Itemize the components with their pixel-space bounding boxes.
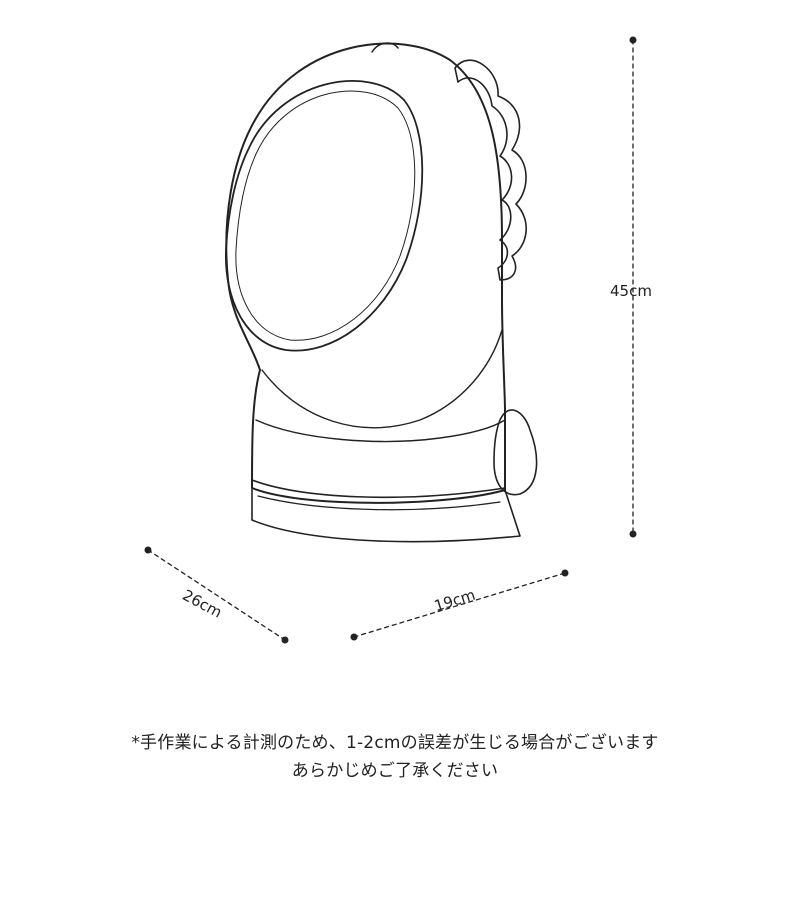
measurement-note-line1: *手作業による計測のため、1-2cmの誤差が生じる場合がございます <box>131 733 659 753</box>
neck-contour <box>261 329 503 429</box>
face-screen-inner <box>235 90 416 341</box>
width-dimension-line <box>353 572 566 638</box>
base-ring <box>251 487 521 543</box>
measurement-note-line2: あらかじめご了承ください <box>291 761 499 781</box>
height-dot-bottom <box>629 530 637 538</box>
depth-dot-end <box>281 636 289 644</box>
body-outline <box>225 42 507 504</box>
width-dot-start <box>350 633 358 641</box>
base-band-top <box>255 419 506 443</box>
handle-outline <box>454 59 527 281</box>
width-dot-end <box>561 569 569 577</box>
face-screen <box>225 80 424 352</box>
top-notch <box>371 42 399 53</box>
height-dot-top <box>629 36 637 44</box>
base-ring-inner <box>257 495 501 511</box>
height-label: 45cm <box>610 282 652 300</box>
base-band-bottom <box>251 479 506 499</box>
side-button <box>493 409 538 496</box>
depth-dot-start <box>144 546 152 554</box>
depth-dimension-line <box>147 549 286 641</box>
